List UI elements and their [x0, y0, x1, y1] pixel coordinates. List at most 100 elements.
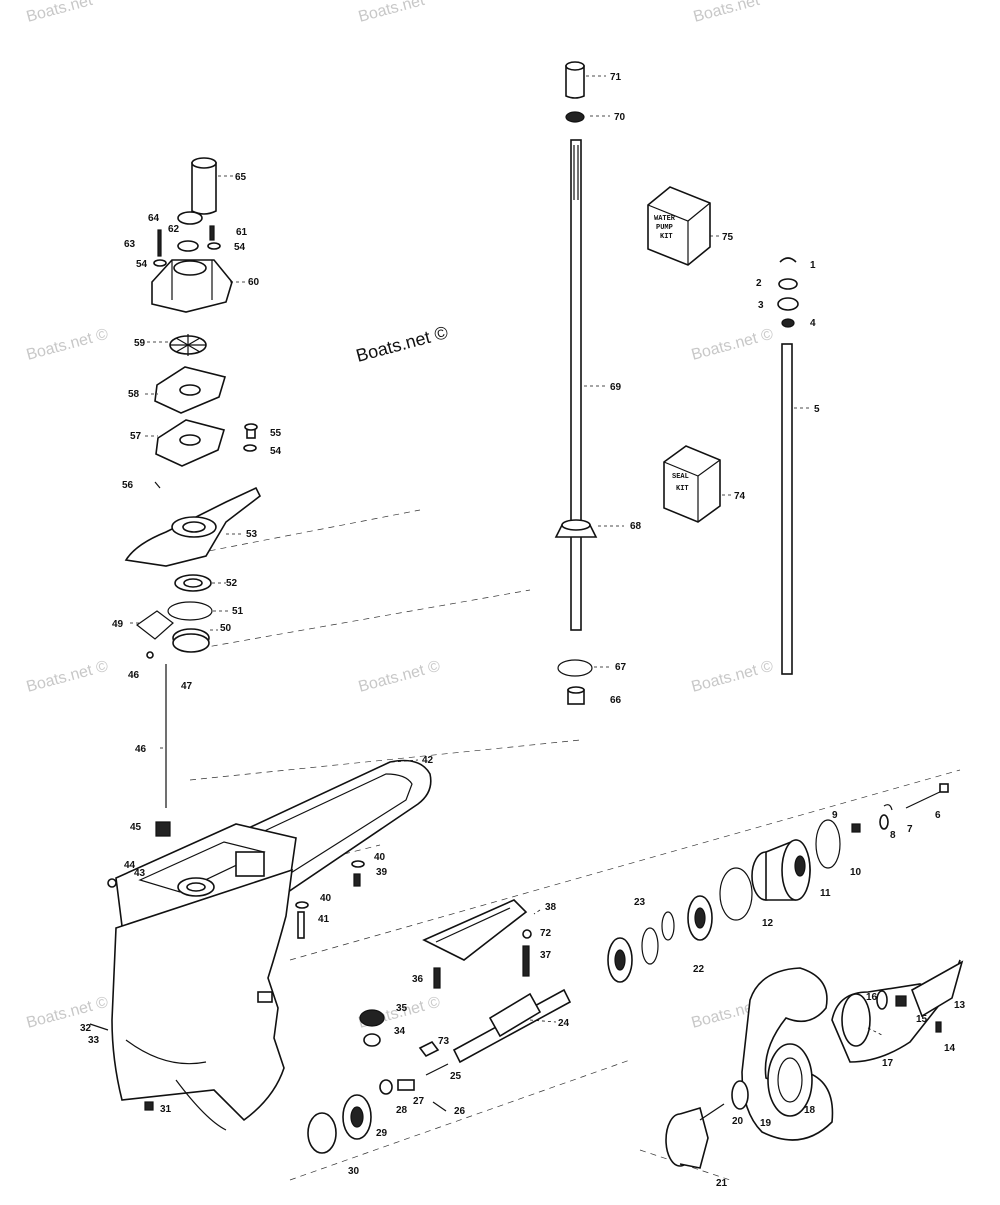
callout-6: 6: [935, 810, 941, 821]
callout-10: 10: [850, 867, 862, 878]
callout-72: 72: [540, 928, 552, 939]
callout-63: 63: [124, 239, 136, 250]
watermark: Boats.net: [25, 0, 95, 26]
forward-thrust-hub-part: [665, 1103, 725, 1169]
washer-part: [295, 901, 309, 909]
watermark: Boats.net ©: [357, 658, 443, 696]
o-ring-part: [815, 819, 841, 869]
callout-53: 53: [246, 529, 258, 540]
callout-31: 31: [160, 1104, 172, 1115]
callout-43: 43: [134, 868, 146, 879]
callout-22: 22: [693, 964, 705, 975]
callout-37: 37: [540, 950, 552, 961]
callout-70: 70: [614, 112, 626, 123]
retainer-part: [778, 278, 798, 290]
callout-17: 17: [882, 1058, 894, 1069]
callout-55: 55: [270, 428, 282, 439]
sleeve-part: [565, 65, 585, 99]
callout-35: 35: [396, 1003, 408, 1014]
callout-labels: 1 2 3 4 5 6 7 8 9 10 11 12 13 14 15 16 1…: [80, 72, 966, 1189]
watermark: Boats.net ©: [690, 326, 776, 364]
callout-54a: 54: [136, 259, 148, 270]
callout-9: 9: [832, 810, 838, 821]
callout-26: 26: [454, 1106, 466, 1117]
callout-62: 62: [168, 224, 180, 235]
cone-part: [911, 960, 964, 1018]
clutch-part: [397, 1079, 415, 1091]
callout-21: 21: [716, 1178, 728, 1189]
callout-58: 58: [128, 389, 140, 400]
callout-39: 39: [376, 867, 388, 878]
callout-40a: 40: [374, 852, 386, 863]
callout-41: 41: [318, 914, 330, 925]
gasket-loop-part: [135, 610, 174, 640]
callout-25: 25: [450, 1071, 462, 1082]
callout-68: 68: [630, 521, 642, 532]
callout-33: 33: [88, 1035, 100, 1046]
callout-5: 5: [814, 404, 820, 415]
screw-part: [935, 1021, 942, 1033]
bolt-part: [433, 967, 441, 989]
gear-housing-assembly: [89, 759, 432, 1131]
watermark: Boats.net ©: [25, 326, 111, 364]
callout-69: 69: [610, 382, 622, 393]
callout-71: 71: [610, 72, 622, 83]
middle-components: [307, 783, 949, 1154]
water-tube-part: [191, 162, 217, 215]
bolt-part: [297, 911, 305, 939]
washer-part: [243, 444, 257, 452]
callout-3: 3: [758, 300, 764, 311]
clip-part: [883, 804, 893, 811]
callout-74: 74: [734, 491, 746, 502]
bearing-carrier-part: [751, 839, 811, 901]
callout-14: 14: [944, 1043, 956, 1054]
kit-label: PUMP: [656, 224, 673, 232]
callout-24: 24: [558, 1018, 570, 1029]
callout-27: 27: [413, 1096, 425, 1107]
callout-12: 12: [762, 918, 774, 929]
leader-lines: [130, 75, 885, 1037]
callout-57: 57: [130, 431, 142, 442]
callout-11: 11: [820, 888, 831, 899]
retainer-part: [777, 297, 799, 311]
bolt-part: [905, 789, 945, 809]
callout-67: 67: [615, 662, 627, 673]
callout-50: 50: [220, 623, 232, 634]
kit-label: KIT: [660, 233, 673, 241]
callout-52: 52: [226, 578, 238, 589]
callout-16: 16: [866, 992, 878, 1003]
callout-60: 60: [248, 277, 260, 288]
ring-part: [557, 659, 593, 677]
screw-part: [209, 225, 215, 241]
kit-label: KIT: [676, 485, 689, 493]
thrust-washer-part: [379, 1079, 393, 1095]
watermark: Boats.net ©: [690, 658, 776, 696]
seal-part: [177, 240, 199, 252]
callout-2: 2: [756, 278, 762, 289]
impeller-part: [169, 334, 207, 356]
callout-46a: 46: [128, 670, 140, 681]
nut-part: [851, 823, 861, 833]
callout-4: 4: [810, 318, 816, 329]
pin-part: [432, 1101, 447, 1112]
kit-label: WATER: [654, 215, 676, 223]
watermark: Boats.net: [357, 0, 427, 26]
callout-46b: 46: [135, 744, 147, 755]
callout-47: 47: [181, 681, 193, 692]
plug-part: [144, 1101, 154, 1111]
callout-59: 59: [134, 338, 146, 349]
water-pump-assembly: [124, 157, 262, 837]
anode-plate-part: [422, 899, 528, 961]
callout-54b: 54: [234, 242, 246, 253]
callout-15: 15: [916, 1014, 928, 1025]
pinion-gear-part: [661, 895, 713, 941]
shift-rod-assembly: [777, 257, 799, 675]
callout-7: 7: [907, 824, 913, 835]
washer-part: [876, 990, 888, 1010]
callout-20: 20: [732, 1116, 744, 1127]
callout-61: 61: [236, 227, 248, 238]
callout-40b: 40: [320, 893, 332, 904]
gear-part: [359, 1009, 385, 1027]
kit-label: SEAL: [672, 473, 689, 481]
